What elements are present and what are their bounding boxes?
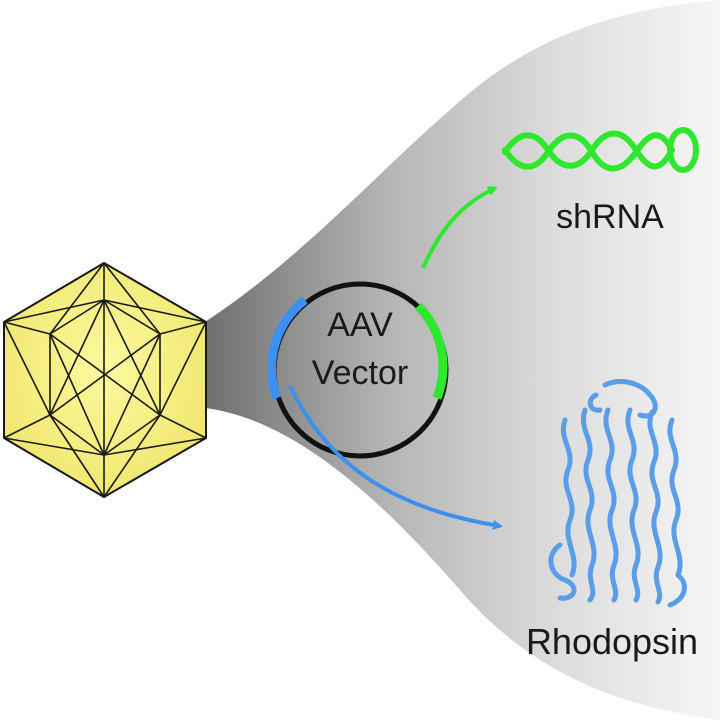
vector-label-line1: AAV: [327, 306, 393, 344]
expansion-cone: [205, 0, 720, 720]
rhodopsin-gene-segment: [267, 296, 308, 400]
shrna-label: shRNA: [556, 198, 664, 236]
shrna-gene-segment: [414, 302, 448, 400]
rna-hairpin-icon: [502, 127, 699, 173]
protein-helix-bundle-icon: [548, 379, 687, 608]
vector-label-line2: Vector: [312, 354, 408, 392]
rhodopsin-label: Rhodopsin: [526, 621, 698, 662]
aav-vector-plasmid: AAV Vector: [267, 281, 449, 459]
arrow-to-rhodopsin: [288, 385, 503, 530]
capsid-icon: [3, 262, 207, 498]
arrow-to-shrna: [421, 186, 498, 269]
